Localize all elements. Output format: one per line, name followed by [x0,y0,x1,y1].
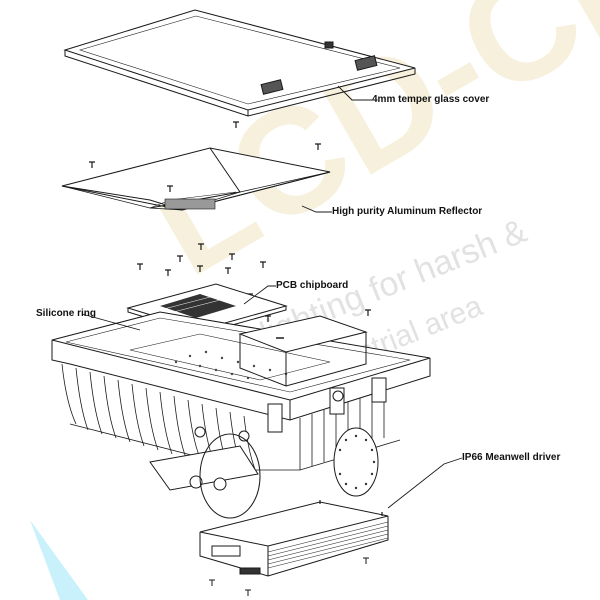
label-pcb: PCB chipboard [276,280,349,291]
leader-lines [81,85,463,509]
screws-row-1 [89,121,321,168]
reflector [61,147,331,211]
housing [51,311,431,519]
label-reflector: High purity Aluminum Reflector [332,206,483,217]
led-driver [199,500,389,596]
glass-cover [63,9,416,117]
label-glass-cover: 4mm temper glass cover [372,94,490,105]
label-driver: IP66 Meanwell driver [462,452,561,463]
label-silicone-ring: Silicone ring [36,308,97,319]
decorative-cyan-shape [30,520,88,600]
mount-holes [174,350,288,380]
